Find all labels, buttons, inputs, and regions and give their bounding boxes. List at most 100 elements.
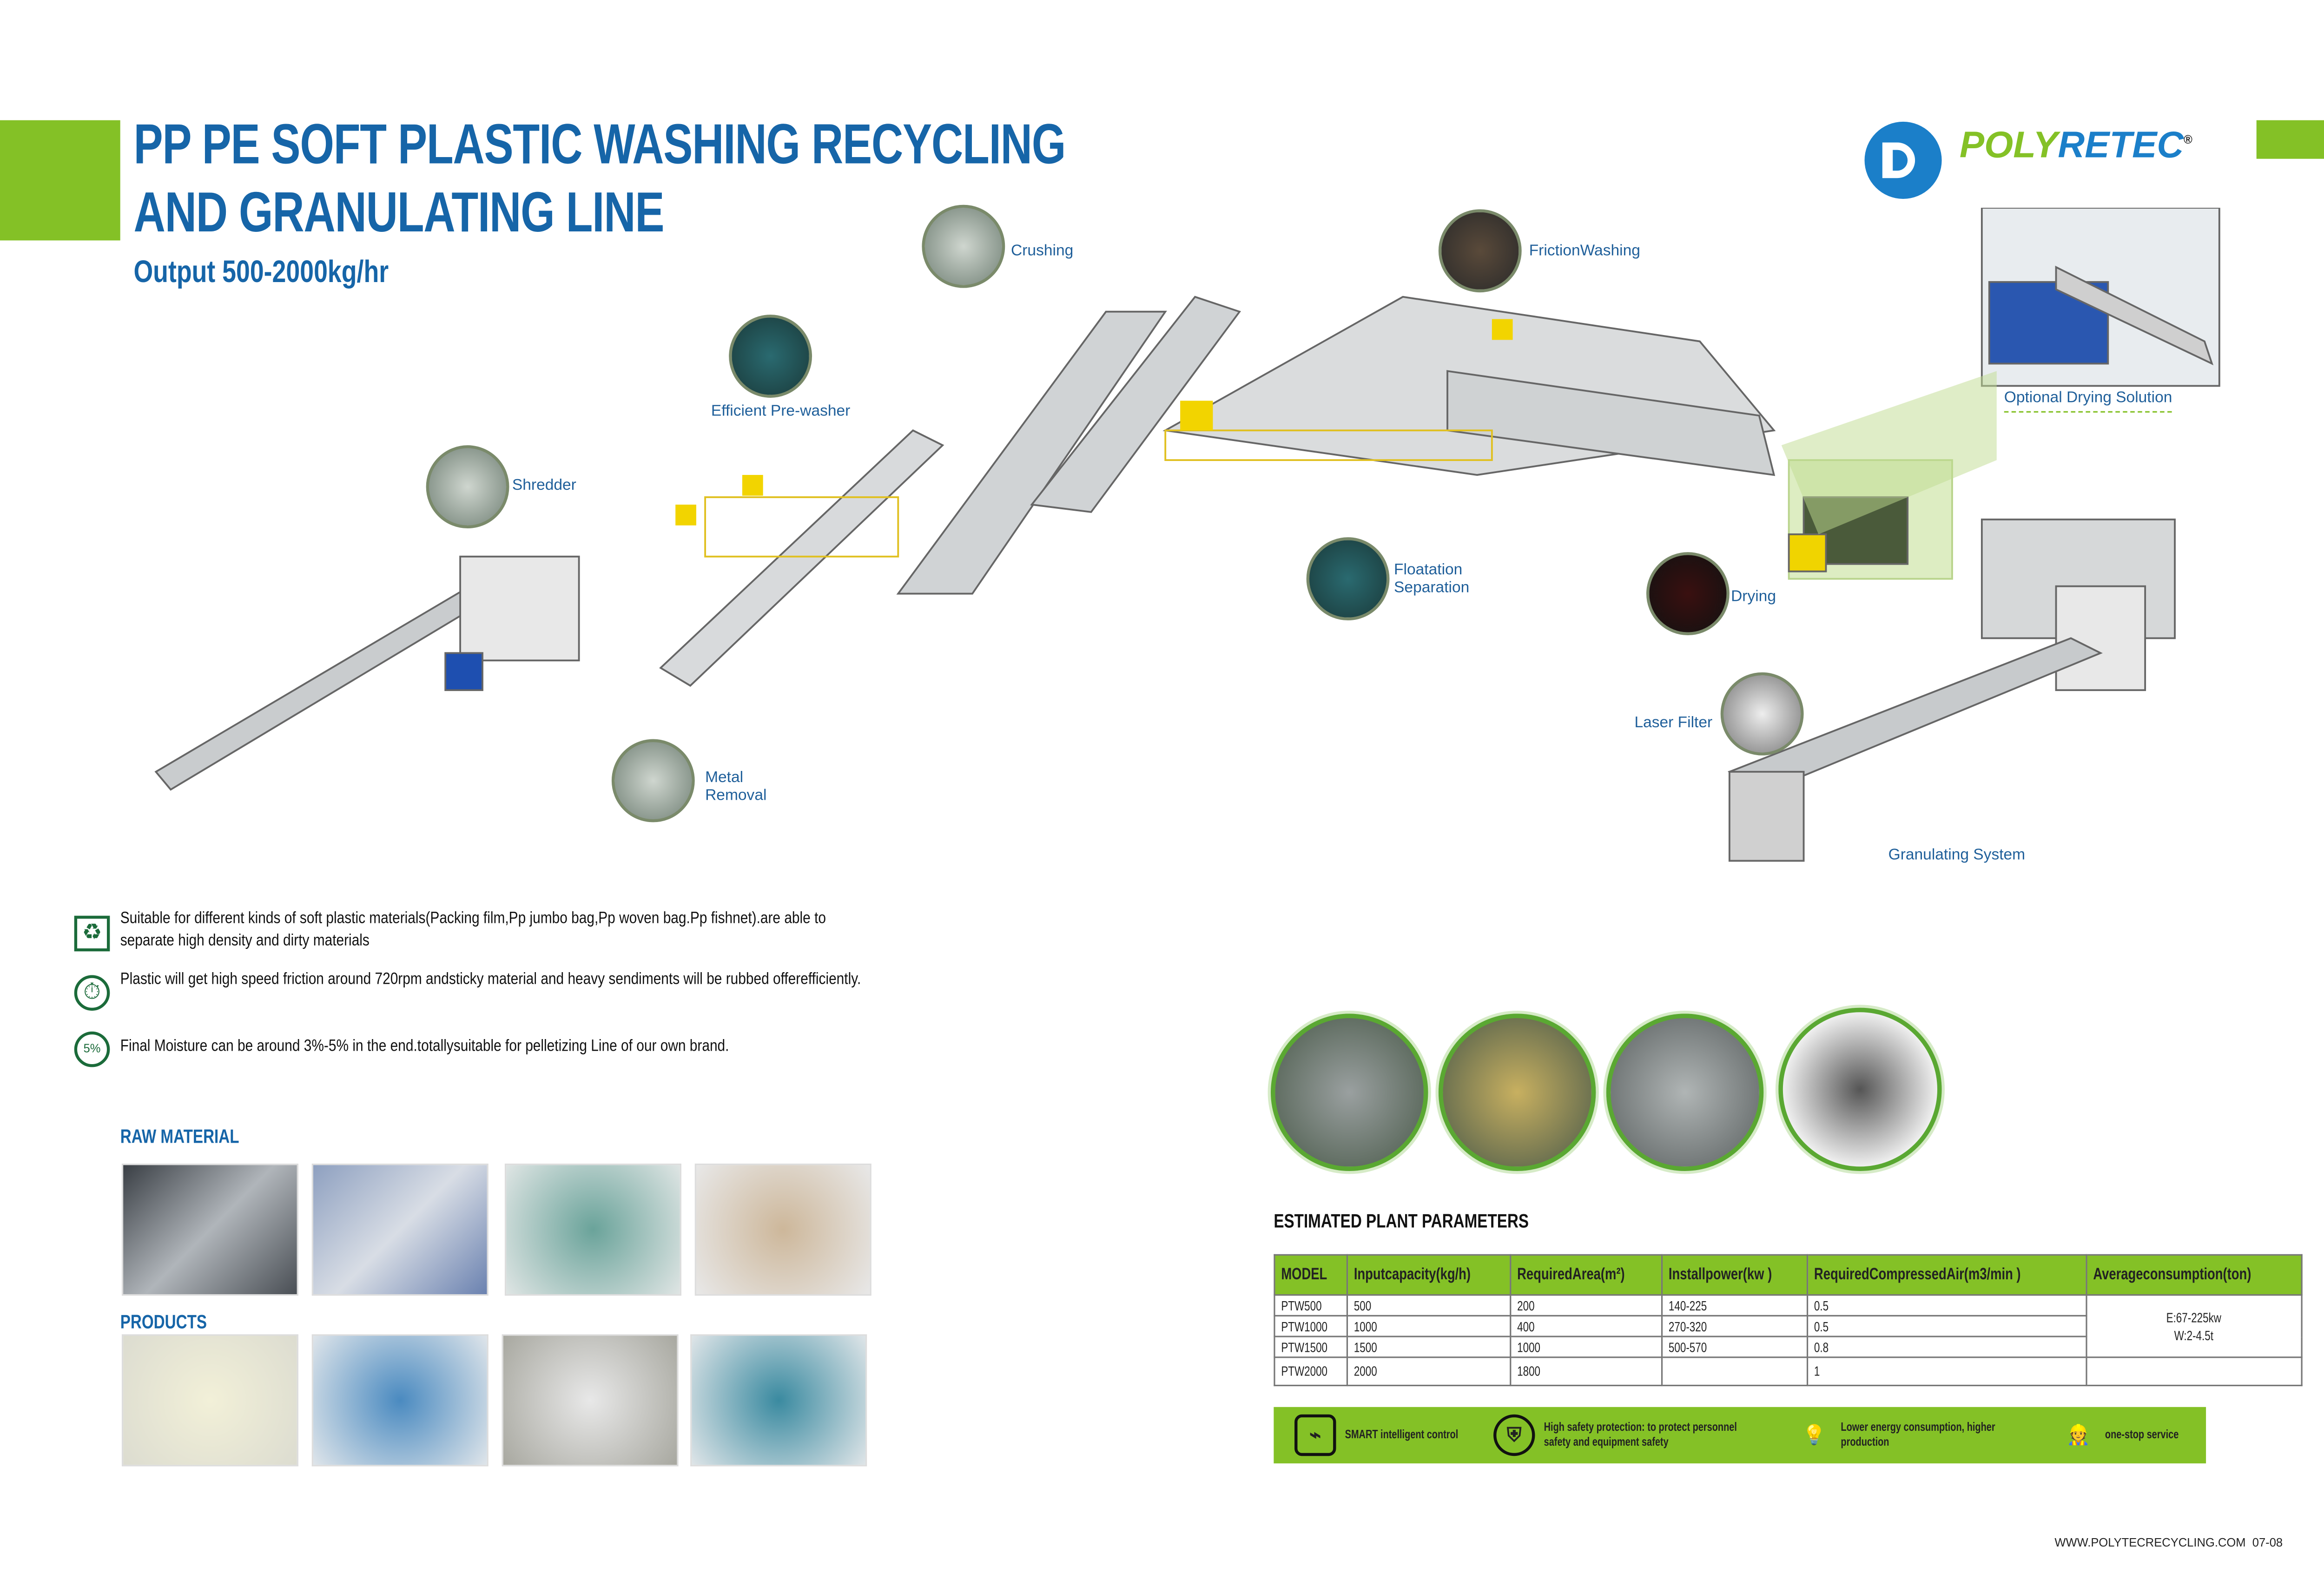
label-prewasher: Efficient Pre-washer [711, 402, 851, 420]
cell: PTW500 [1281, 1298, 1322, 1313]
green-accent-bar-right [2256, 120, 2324, 159]
crushing-callout-icon [922, 204, 1005, 288]
band-label: High safety protection: to protect perso… [1544, 1420, 1737, 1449]
product-photo [121, 1334, 298, 1467]
page-numbers: 07-08 [2252, 1536, 2283, 1550]
machine-photo [1438, 1013, 1596, 1171]
stopwatch-icon: ⏱ [74, 975, 110, 1011]
product-photo [311, 1334, 489, 1467]
table-row: PTW2000 2000 1800 1 [1274, 1356, 2303, 1387]
machine-photo [1270, 1013, 1428, 1171]
website-link[interactable]: WWW.POLYTECRECYCLING.COM [2054, 1536, 2246, 1550]
metal-removal-callout-icon [611, 739, 695, 823]
cell: 0.5 [1814, 1298, 1829, 1313]
label-optional-drying: Optional Drying Solution [2004, 389, 2172, 413]
lightbulb-leaf-icon: 💡 [1802, 1423, 1826, 1446]
friction-washing-callout-icon [1438, 209, 1522, 293]
circuit-icon: ⌁ [1294, 1414, 1336, 1456]
plant-parameters-table: MODEL Inputcapacity(kg/h) RequiredArea(m… [1274, 1254, 2303, 1387]
cell: PTW2000 [1281, 1364, 1328, 1379]
cell: 1800 [1517, 1364, 1540, 1379]
consumption-electric: E:67-225kw [2166, 1310, 2222, 1325]
cell: 400 [1517, 1318, 1535, 1334]
cell: 270-320 [1668, 1318, 1707, 1334]
green-accent-bar-left [0, 120, 120, 241]
cell: 1500 [1353, 1339, 1377, 1355]
label-friction-washing: FrictionWashing [1529, 242, 1640, 260]
feature-text-3: Final Moisture can be around 3%-5% in th… [120, 1037, 729, 1055]
col-header: Inputcapacity(kg/h) [1353, 1266, 1471, 1284]
cell: PTW1500 [1281, 1339, 1328, 1355]
band-label: one-stop service [2105, 1428, 2179, 1441]
product-photo [502, 1334, 679, 1467]
label-metal-removal: Metal Removal [705, 769, 767, 805]
laser-filter-callout-icon [1720, 672, 1804, 756]
label-granulating-system: Granulating System [1888, 846, 2026, 864]
col-header: RequiredCompressedAir(m3/min ) [1814, 1266, 2021, 1284]
cell: 1 [1814, 1364, 1820, 1379]
features-band: ⌁ SMART intelligent control ⛨ High safety … [1274, 1407, 2206, 1464]
brand-name: POLYRETEC® [1960, 125, 2192, 168]
feature-text-2: Plastic will get high speed friction aro… [120, 970, 861, 989]
footer: WWW.POLYTECRECYCLING.COM 07-08 [2054, 1536, 2283, 1550]
production-line-illustration [154, 208, 2220, 862]
table-header-row: MODEL Inputcapacity(kg/h) RequiredArea(m… [1274, 1254, 2303, 1296]
shredder-callout-icon [426, 445, 509, 529]
product-photo [690, 1334, 867, 1467]
col-header: Averageconsumption(ton) [2092, 1266, 2251, 1284]
shield-icon: ⛨ [1493, 1414, 1535, 1456]
prewasher-callout-icon [729, 315, 812, 398]
cell: 200 [1517, 1298, 1535, 1313]
moisture-icon: 5% [74, 1031, 110, 1067]
consumption-water: W:2-4.5t [2174, 1327, 2213, 1343]
label-laser-filter: Laser Filter [1634, 714, 1713, 732]
band-item-safety: ⛨ High safety protection: to protect pers… [1493, 1407, 1805, 1463]
label-crushing: Crushing [1011, 242, 1074, 260]
label-shredder: Shredder [512, 476, 576, 494]
raw-material-photo [311, 1164, 489, 1296]
cell: 1000 [1517, 1339, 1540, 1355]
table-row: PTW1500 1500 1000 500-570 0.8 [1274, 1336, 2302, 1358]
machine-photo [1606, 1013, 1764, 1171]
feature-text-1: Suitable for different kinds of soft pla… [120, 909, 826, 950]
registered-mark: ® [2184, 133, 2192, 147]
logo-icon [1864, 121, 1942, 199]
drying-callout-icon [1646, 552, 1730, 635]
raw-material-photo [504, 1164, 681, 1296]
label-floatation: Floatation Separation [1394, 561, 1470, 597]
cell: 500-570 [1668, 1339, 1707, 1355]
band-label: Lower energy consumption, higher product… [1841, 1420, 1995, 1449]
col-header: Installpower(kw ) [1668, 1266, 1772, 1284]
band-item-energy: 💡 Lower energy consumption, higher produc… [1796, 1407, 2064, 1463]
params-heading: ESTIMATED PLANT PARAMETERS [1274, 1210, 1529, 1232]
cell: 140-225 [1668, 1298, 1707, 1313]
band-label: SMART intelligent control [1345, 1428, 1459, 1441]
title-line-1: PP PE SOFT PLASTIC WASHING RECYCLING [133, 114, 1066, 177]
brand-retec: RETEC [2058, 125, 2184, 166]
recycle-icon: ♻ [74, 915, 110, 952]
raw-material-photo [694, 1164, 872, 1296]
table-row: PTW1000 1000 400 270-320 0.5 [1274, 1315, 2302, 1337]
title-line-2: AND GRANULATING LINE [133, 182, 664, 245]
col-header: RequiredArea(m²) [1517, 1266, 1625, 1284]
products-heading: PRODUCTS [120, 1310, 207, 1333]
brand-poly: POLY [1959, 125, 2058, 166]
cell: 0.5 [1814, 1318, 1829, 1334]
worker-icon: 👷 [2066, 1423, 2091, 1446]
label-drying: Drying [1731, 587, 1776, 606]
cell: 2000 [1353, 1364, 1377, 1379]
col-header: MODEL [1281, 1266, 1327, 1284]
cell: PTW1000 [1281, 1318, 1328, 1334]
raw-material-heading: RAW MATERIAL [120, 1125, 239, 1147]
cell: 1000 [1353, 1318, 1377, 1334]
band-item-smart: ⌁ SMART intelligent control [1294, 1407, 1490, 1463]
band-item-service: 👷 one-stop service [2060, 1407, 2199, 1463]
cell: 500 [1353, 1298, 1372, 1313]
floatation-callout-icon [1306, 537, 1390, 621]
machine-photo [1778, 1007, 1942, 1171]
raw-material-photo [121, 1164, 298, 1296]
cell: 0.8 [1814, 1339, 1829, 1355]
